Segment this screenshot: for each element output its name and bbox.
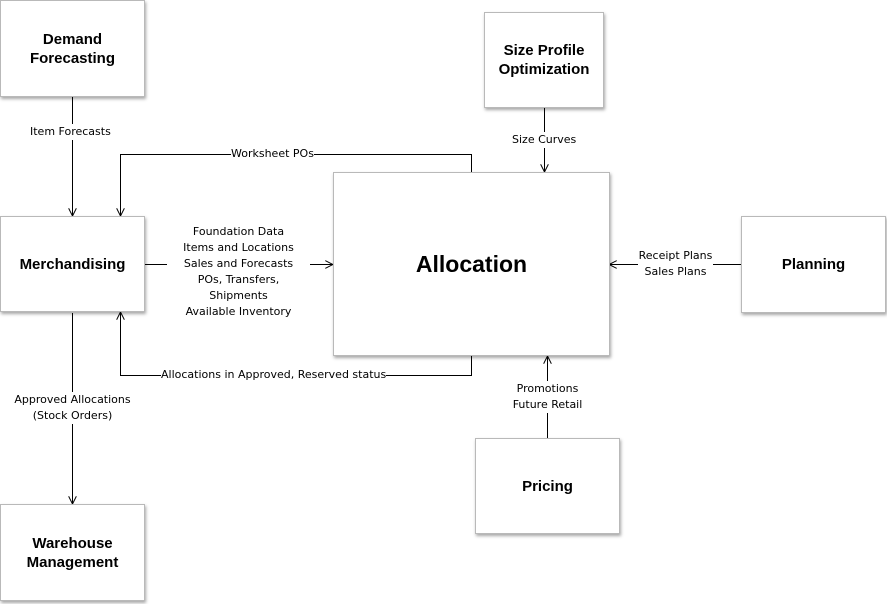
label-item-forecasts: Item Forecasts [30, 124, 111, 140]
pricing-title: Pricing [522, 477, 573, 495]
merchandising-box[interactable]: Merchandising [0, 216, 145, 312]
demand-forecasting-title: Demand Forecasting [29, 30, 116, 67]
planning-box[interactable]: Planning [741, 216, 886, 313]
label-pricing-to-alloc: Promotions Future Retail [509, 381, 586, 413]
allocation-box[interactable]: Allocation [333, 172, 610, 356]
planning-title: Planning [781, 256, 846, 273]
warehouse-management-box[interactable]: Warehouse Management [0, 504, 145, 601]
label-merch-to-alloc: Foundation Data Items and Locations Sale… [167, 224, 310, 320]
allocation-title: Allocation [415, 250, 528, 277]
pricing-box[interactable]: Pricing [475, 438, 620, 534]
label-approved-allocations: Approved Allocations (Stock Orders) [12, 392, 133, 424]
size-profile-optimization-box[interactable]: Size Profile Optimization [484, 12, 604, 108]
size-profile-title: Size Profile Optimization [498, 42, 590, 78]
demand-forecasting-box[interactable]: Demand Forecasting [0, 0, 145, 97]
label-size-curves: Size Curves [512, 132, 577, 148]
warehouse-title: Warehouse Management [26, 534, 119, 571]
label-alloc-to-merch: Allocations in Approved, Reserved status [161, 367, 387, 383]
label-planning-to-alloc: Receipt Plans Sales Plans [638, 248, 713, 280]
merchandising-title: Merchandising [19, 255, 126, 273]
label-worksheet-pos: Worksheet POs [231, 146, 314, 162]
